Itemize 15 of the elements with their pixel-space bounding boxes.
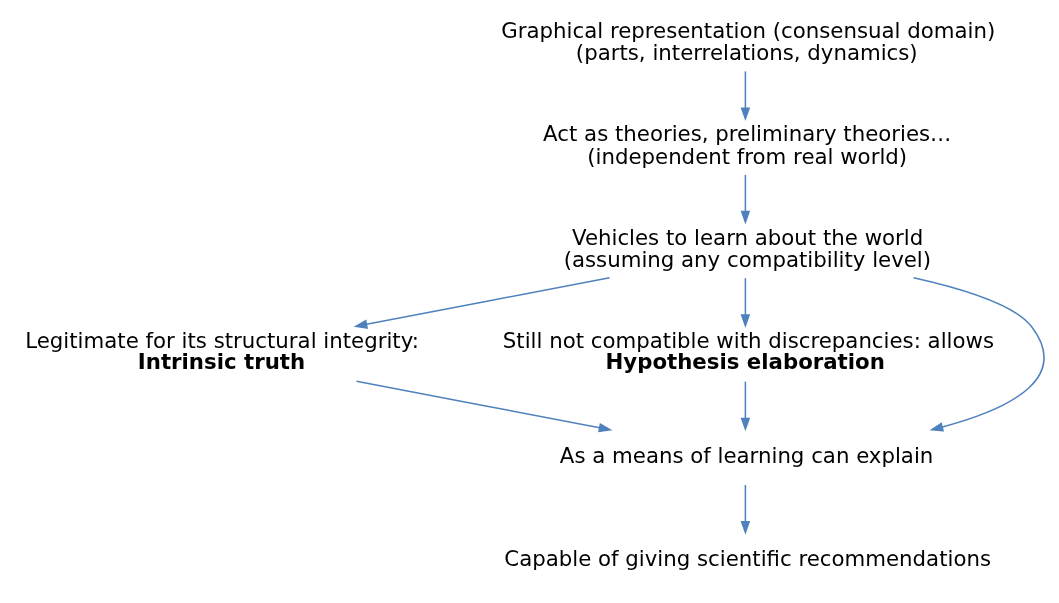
arrow [740,70,751,121]
node-text: Act as theories, preliminary theories… (independent from real world) [543,120,952,169]
node-text: Still not compatible with discrepancies: allows Hypothesis elaboration [502,327,994,374]
arrow [912,276,1045,431]
node-text: Capable of giving scientific recommendations [504,545,991,571]
arrow [740,380,751,431]
node-text: Legitimate for its structural integrity: Intrinsic truth [25,327,419,374]
arrow [353,276,611,329]
arrow [740,483,751,535]
node-text: As a means of learning can explain [559,442,934,468]
node-text: Vehicles to learn about the world (assuming any compatibility level) [563,224,932,272]
arrow [355,379,613,432]
arrow [740,276,751,328]
arrow [740,173,751,225]
node-text: Graphical representation (consensual domain) (parts, interrelations, dynamics) [501,17,996,65]
